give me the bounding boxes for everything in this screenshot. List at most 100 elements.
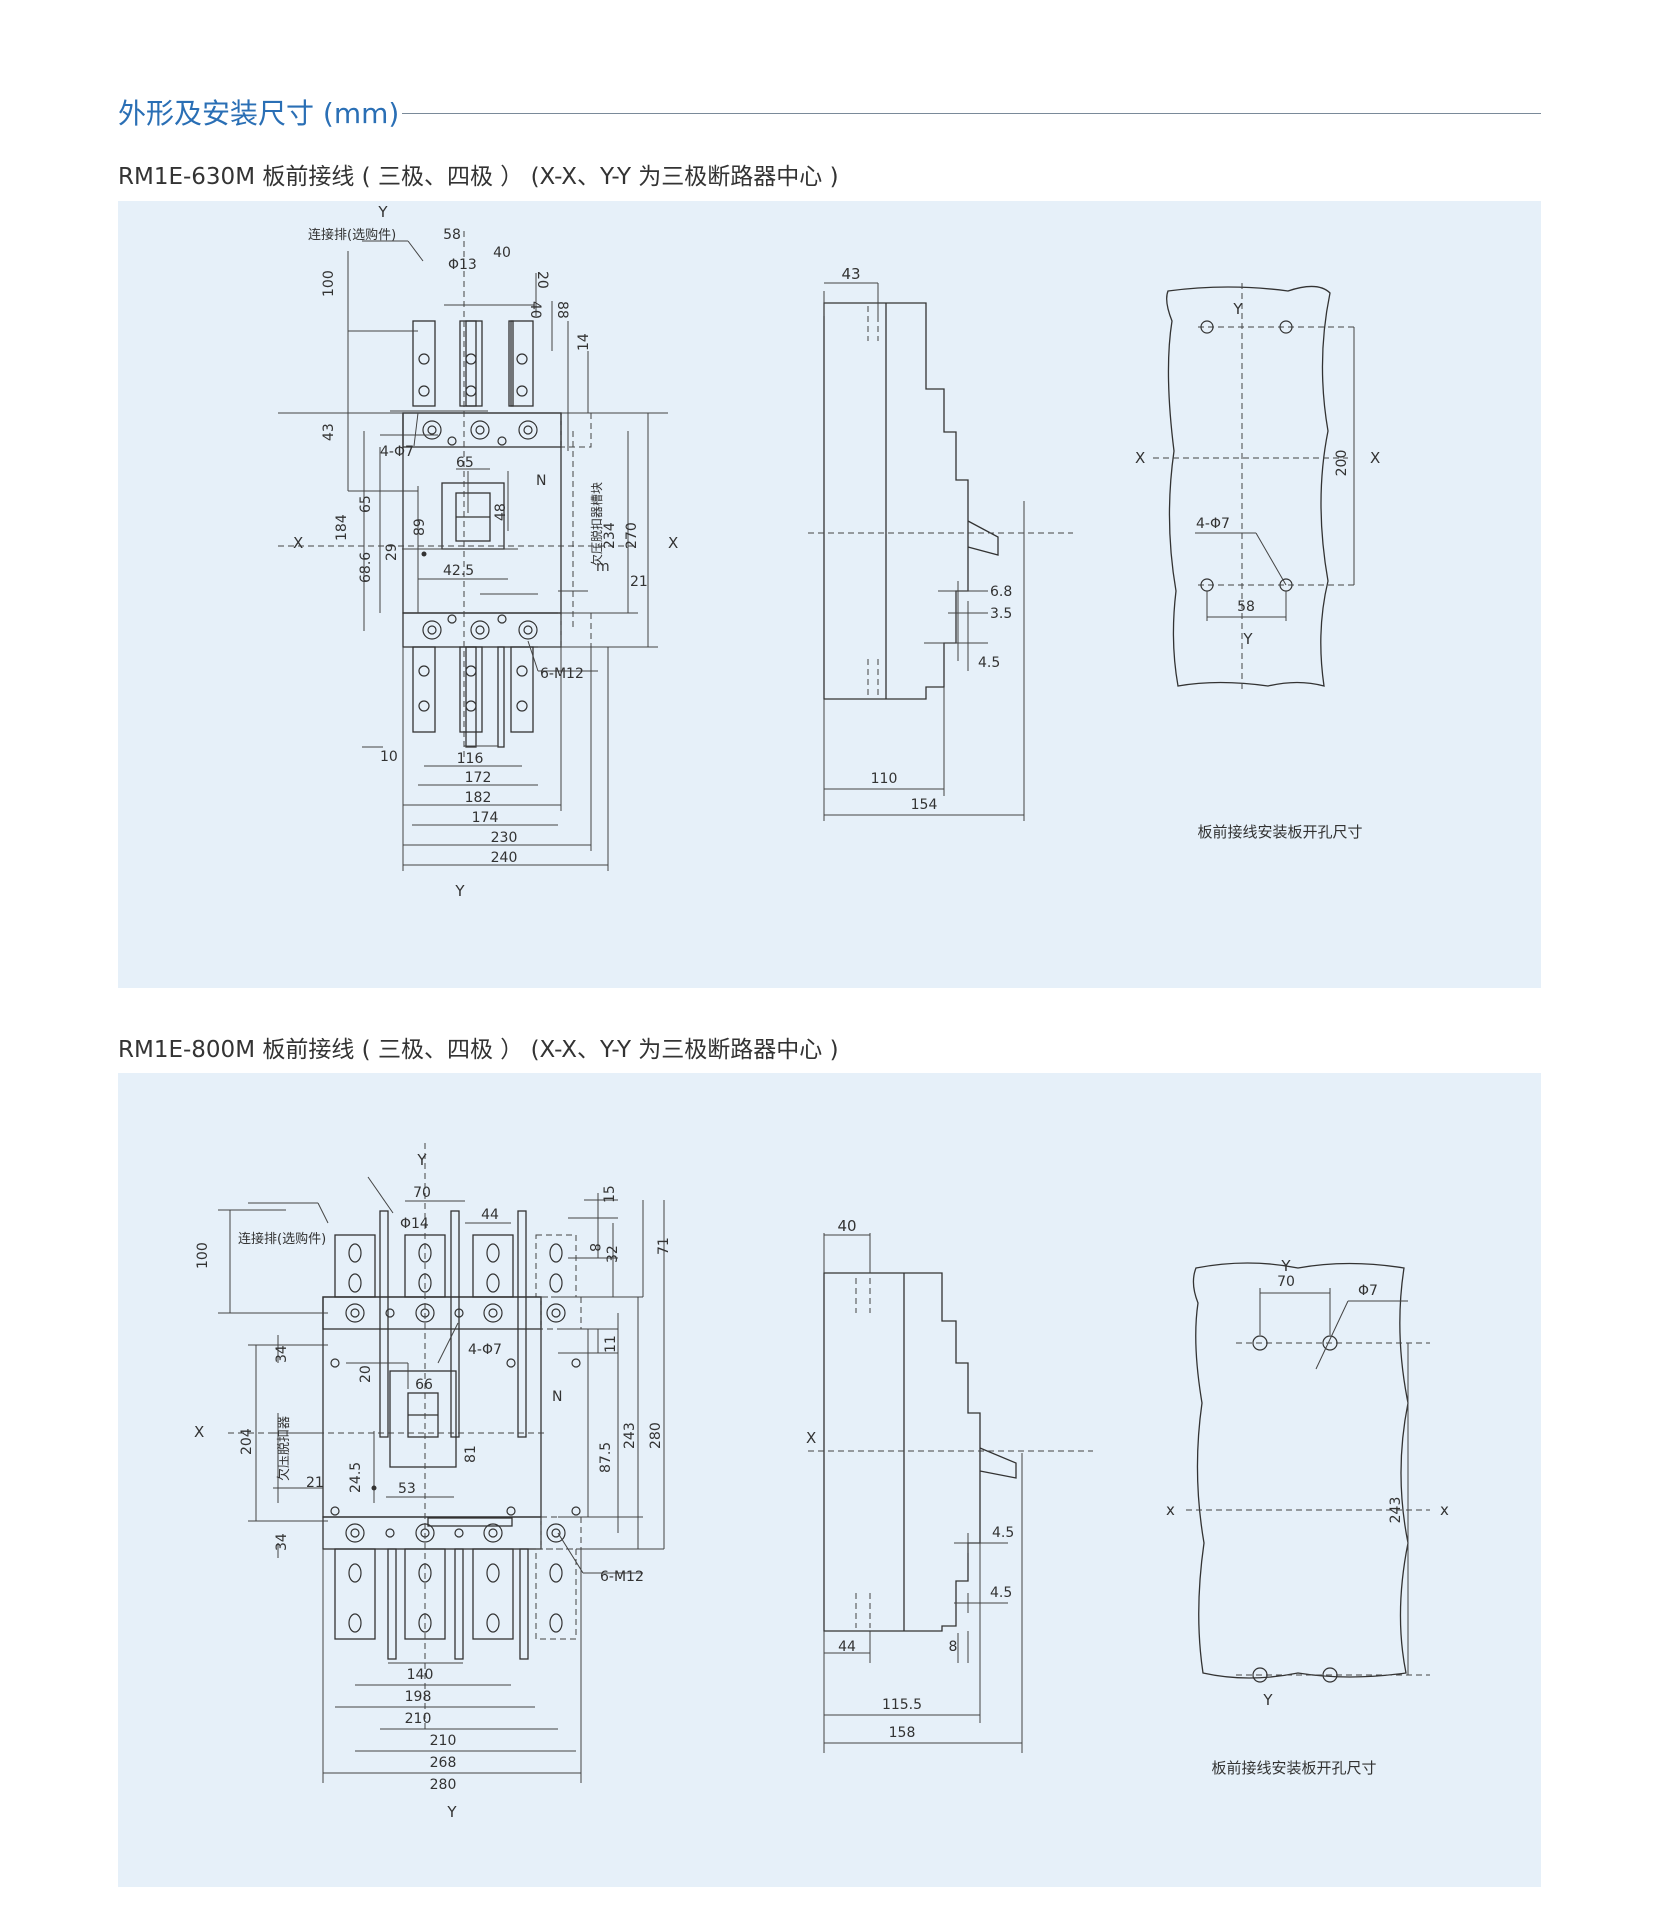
dim-43: 43 xyxy=(321,423,337,441)
dim-29: 29 xyxy=(384,543,400,561)
dim-42-5: 42.5 xyxy=(443,563,474,579)
dim-89: 89 xyxy=(412,518,428,536)
cutout-axis-x-right: X xyxy=(1370,449,1380,467)
connector-note: 连接排(选购件) xyxy=(308,227,396,243)
dim-10: 10 xyxy=(380,749,398,765)
axis-x-left: X xyxy=(293,534,303,552)
front-view-800m: Y 70 44 Φ14 连接排(选购件) 100 15 8 32 71 4-Φ7… xyxy=(194,1143,672,1821)
diagram-630m: Y 58 连接排(选购件) 40 Φ13 20 40 88 14 100 43 … xyxy=(278,203,1380,900)
dim-20-2: 20 xyxy=(358,1365,374,1383)
side2-dim-4-5a: 4.5 xyxy=(992,1525,1014,1541)
phi13-label: Φ13 xyxy=(448,257,477,273)
section-title: 外形及安装尺寸 (mm) xyxy=(118,97,400,130)
dim-66: 66 xyxy=(415,1377,433,1393)
cutout-axis-y-bottom: Y xyxy=(1242,630,1253,648)
uv-note-2: 欠压脱扣器 xyxy=(276,1416,292,1481)
dim-234: 234 xyxy=(602,522,618,549)
cutout2-axis-x-right: x xyxy=(1440,1501,1449,1519)
panel-rm1e-800m: Y 70 44 Φ14 连接排(选购件) 100 15 8 32 71 4-Φ7… xyxy=(118,1073,1541,1887)
dim-40a: 40 xyxy=(493,245,511,261)
dim-24-5: 24.5 xyxy=(348,1462,364,1493)
cutout2-dim-243: 243 xyxy=(1388,1497,1404,1524)
cutout-axis-y-top: Y xyxy=(1232,300,1243,318)
cutout-hole-label: 4-Φ7 xyxy=(1196,516,1230,532)
side-dim-110: 110 xyxy=(871,771,898,787)
side-view-630m: 43 6.8 3.5 4.5 110 154 xyxy=(808,265,1073,821)
dim-204: 204 xyxy=(239,1428,255,1455)
dim-88: 88 xyxy=(554,301,570,319)
hole-4phi7-2: 4-Φ7 xyxy=(468,1342,502,1358)
dim-240: 240 xyxy=(491,850,518,866)
dim-184: 184 xyxy=(334,514,350,541)
cutout-630m: Y X X 200 4-Φ7 58 Y 板前接线安装板开孔尺寸 xyxy=(1135,283,1380,841)
side2-dim-115-5: 115.5 xyxy=(882,1697,922,1713)
dim-174: 174 xyxy=(472,810,499,826)
dim-140: 140 xyxy=(407,1667,434,1683)
connector-note-2: 连接排(选购件) xyxy=(238,1231,326,1247)
axis-y-top-2: Y xyxy=(416,1151,427,1169)
diagram-800m: Y 70 44 Φ14 连接排(选购件) 100 15 8 32 71 4-Φ7… xyxy=(194,1143,1449,1821)
side2-dim-8: 8 xyxy=(949,1639,958,1655)
dim-280w: 280 xyxy=(430,1777,457,1793)
side2-dim-44: 44 xyxy=(838,1639,856,1655)
dim-20: 20 xyxy=(534,271,550,289)
n-label: N xyxy=(536,473,546,489)
cutout-axis-x-left: X xyxy=(1135,449,1145,467)
dim-32: 32 xyxy=(605,1245,621,1263)
side-dim-43: 43 xyxy=(841,265,860,283)
dim-70: 70 xyxy=(413,1185,431,1201)
dim-34b: 34 xyxy=(274,1533,290,1551)
dim-243: 243 xyxy=(622,1422,638,1449)
axis-y-bottom-2: Y xyxy=(446,1803,457,1821)
dim-8: 8 xyxy=(586,1243,602,1252)
dim-21: 21 xyxy=(630,574,648,590)
cutout-800m: Y 70 Φ7 x x 243 Y 板前接线安装板开孔尺寸 xyxy=(1166,1257,1449,1777)
side2-axis-x: X xyxy=(806,1429,816,1447)
dim-11: 11 xyxy=(603,1335,619,1353)
cutout-dim-200: 200 xyxy=(1334,450,1350,477)
panel1-title: RM1E-630M 板前接线 ( 三极、四极 ） (X-X、Y-Y 为三极断路器… xyxy=(118,164,839,190)
dim-65w: 65 xyxy=(456,455,474,471)
dim-44: 44 xyxy=(481,1207,499,1223)
m-label: m xyxy=(596,559,610,575)
dim-116: 116 xyxy=(457,751,484,767)
side-dim-3-5: 3.5 xyxy=(990,606,1012,622)
dim-53: 53 xyxy=(398,1481,416,1497)
dim-268: 268 xyxy=(430,1755,457,1771)
n-label-2: N xyxy=(552,1389,562,1405)
side2-dim-158: 158 xyxy=(889,1725,916,1741)
title-divider xyxy=(402,113,1541,114)
dim-100: 100 xyxy=(321,270,337,297)
axis-x-left-2: X xyxy=(194,1423,204,1441)
dim-230: 230 xyxy=(491,830,518,846)
dim-182: 182 xyxy=(465,790,492,806)
side2-dim-40: 40 xyxy=(837,1217,856,1235)
dim-48: 48 xyxy=(493,503,509,521)
dim-210b: 210 xyxy=(430,1733,457,1749)
side-dim-154: 154 xyxy=(911,797,938,813)
thread-6m12: 6-M12 xyxy=(540,666,584,682)
side-view-800m: 40 X 4.5 4.5 44 8 115.5 158 xyxy=(806,1217,1093,1753)
dim-172: 172 xyxy=(465,770,492,786)
cutout2-axis-y-bottom: Y xyxy=(1262,1691,1273,1709)
dim-87-5: 87.5 xyxy=(598,1442,614,1473)
phi14-label: Φ14 xyxy=(400,1216,429,1232)
dim-210a: 210 xyxy=(405,1711,432,1727)
uv-note: 欠压脱扣器槽块 xyxy=(589,482,604,566)
dim-100-2: 100 xyxy=(195,1242,211,1269)
dim-21-2: 21 xyxy=(306,1475,324,1491)
cutout-dim-58: 58 xyxy=(1237,599,1255,615)
dim-198: 198 xyxy=(405,1689,432,1705)
cutout2-axis-y-top: Y xyxy=(1280,1257,1291,1275)
cutout-caption: 板前接线安装板开孔尺寸 xyxy=(1197,823,1362,841)
cutout2-axis-x-left: x xyxy=(1166,1501,1175,1519)
dim-280h: 280 xyxy=(648,1422,664,1449)
dim-40b: 40 xyxy=(527,301,543,319)
dim-270: 270 xyxy=(624,522,640,549)
dim-34a: 34 xyxy=(274,1345,290,1363)
side2-dim-4-5b: 4.5 xyxy=(990,1585,1012,1601)
cutout2-phi7: Φ7 xyxy=(1358,1283,1378,1299)
side-dim-4-5: 4.5 xyxy=(978,655,1000,671)
dim-81: 81 xyxy=(463,1445,479,1463)
axis-y-bottom: Y xyxy=(454,882,465,900)
